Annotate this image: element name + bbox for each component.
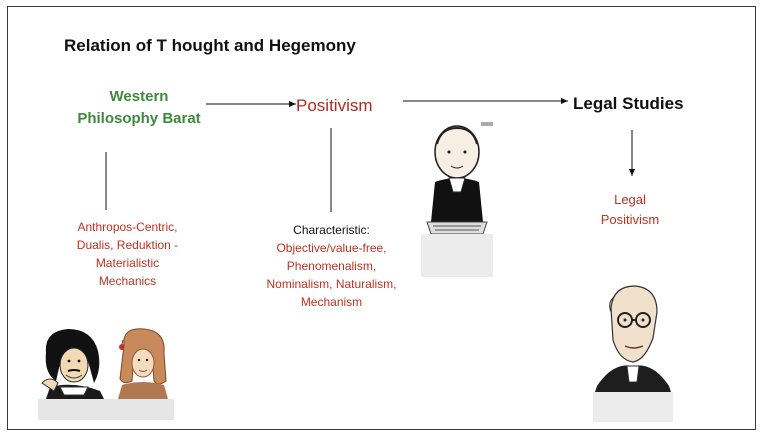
characteristic-heading: Characteristic: (293, 223, 370, 237)
positivism-node: Positivism (296, 96, 373, 115)
positivism-traits-list: Characteristic: Objective/value-free, Ph… (244, 221, 419, 311)
western-philosophy-node: Western Philosophy Barat (74, 86, 204, 130)
positivism-trait: Objective/value-free, (276, 241, 387, 255)
kelsen-caricature-image (593, 285, 673, 422)
legal-positivism-line2: Positivism (600, 212, 660, 227)
legal-positivism-line1: Legal (614, 192, 646, 207)
western-line2: Philosophy Barat (77, 110, 201, 127)
western-traits-list: Anthropos-Centric, Dualis, Reduktion - M… (40, 218, 215, 290)
western-line1: Western (109, 88, 169, 105)
western-trait: Materialistic (95, 256, 160, 270)
legal-positivism-node: Legal Positivism (590, 190, 670, 230)
western-trait: Dualis, Reduktion - (76, 238, 179, 252)
comte-caricature-image (421, 122, 493, 277)
positivism-trait: Phenomenalism, (286, 259, 377, 273)
positivism-trait: Mechanism (300, 295, 363, 309)
western-trait: Anthropos-Centric, (77, 220, 178, 234)
western-trait: Mechanics (98, 274, 157, 288)
legal-studies-node: Legal Studies (573, 94, 684, 113)
newton-caricature-image (112, 328, 174, 420)
descartes-caricature-image (38, 329, 112, 420)
positivism-trait: Nominalism, Naturalism, (266, 277, 397, 291)
slide-title: Relation of T hought and Hegemony (64, 36, 356, 55)
slide-frame (7, 6, 756, 430)
